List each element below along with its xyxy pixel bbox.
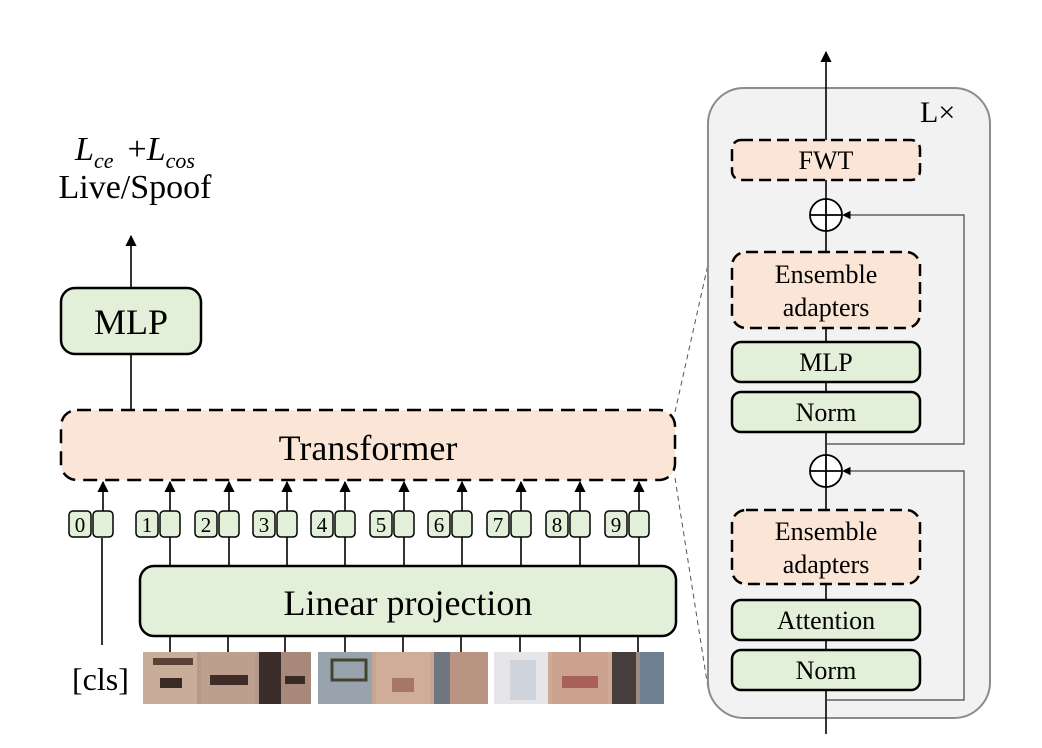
token-index-label: 2 bbox=[201, 513, 212, 537]
face-patches bbox=[143, 652, 664, 704]
token-2: 2 bbox=[194, 480, 240, 566]
norm-top-box bbox=[730, 390, 922, 434]
token-index-label: 8 bbox=[552, 513, 563, 537]
token-index-label: 5 bbox=[376, 513, 387, 537]
norm-bottom-box bbox=[730, 648, 922, 692]
zoom-guide-bottom bbox=[674, 477, 709, 689]
face-image-2 bbox=[318, 652, 488, 704]
residual-connection-bottom bbox=[826, 466, 965, 701]
token-index-label: 1 bbox=[142, 513, 153, 537]
token-0: 0 bbox=[68, 480, 114, 538]
mlp-head-label: MLP bbox=[94, 302, 168, 342]
token-index-label: 6 bbox=[434, 513, 445, 537]
ensemble-adapters-bottom-box bbox=[730, 508, 922, 586]
transformer-label: Transformer bbox=[279, 428, 458, 468]
token-index-label: 7 bbox=[493, 513, 504, 537]
fwt-box bbox=[730, 138, 922, 182]
linear-projection-box bbox=[138, 564, 678, 638]
token-index-label: 3 bbox=[259, 513, 270, 537]
token-9: 9 bbox=[604, 480, 650, 566]
fwt-label: FWT bbox=[799, 146, 854, 175]
face-image-1 bbox=[143, 652, 311, 704]
residual-connection-top bbox=[826, 210, 965, 445]
patch-connectors bbox=[169, 636, 639, 652]
token-8: 8 bbox=[545, 480, 591, 566]
attention-box bbox=[730, 598, 922, 642]
face-image-3 bbox=[494, 652, 664, 704]
ensemble-adapters-top-box bbox=[730, 250, 922, 330]
attention-label: Attention bbox=[777, 606, 875, 635]
sum-bottom-icon bbox=[809, 454, 843, 488]
token-6: 6 bbox=[427, 480, 473, 566]
sum-top-icon bbox=[809, 198, 843, 232]
mlp-block-label: MLP bbox=[799, 348, 852, 377]
ensemble-adapters-bottom-label: Ensemble bbox=[775, 517, 878, 546]
output-label: Live/Spoof bbox=[59, 169, 213, 206]
token-1: 1 bbox=[135, 480, 181, 566]
token-index-label: 4 bbox=[317, 513, 328, 537]
linear-projection-label: Linear projection bbox=[284, 583, 533, 623]
mlp-block-box bbox=[730, 340, 922, 384]
token-4: 4 bbox=[310, 480, 356, 566]
ensemble-adapters-bottom-label-2: adapters bbox=[783, 550, 870, 579]
token-index-label: 0 bbox=[75, 513, 86, 537]
cls-label: [cls] bbox=[72, 661, 129, 697]
token-index-label: 9 bbox=[611, 513, 622, 537]
token-3: 3 bbox=[252, 480, 298, 566]
token-7: 7 bbox=[486, 480, 532, 566]
norm-bottom-label: Norm bbox=[796, 656, 857, 685]
transformer-box bbox=[59, 408, 677, 482]
repeat-label: L× bbox=[920, 96, 955, 129]
ensemble-adapters-top-label-2: adapters bbox=[783, 293, 870, 322]
token-sequence: 0 1 2 3 4 5 6 7 8 9 bbox=[68, 480, 650, 566]
token-5: 5 bbox=[369, 480, 415, 566]
loss-label: Lce+Lcos bbox=[74, 131, 195, 173]
norm-top-label: Norm bbox=[796, 398, 857, 427]
ensemble-adapters-top-label: Ensemble bbox=[775, 260, 878, 289]
